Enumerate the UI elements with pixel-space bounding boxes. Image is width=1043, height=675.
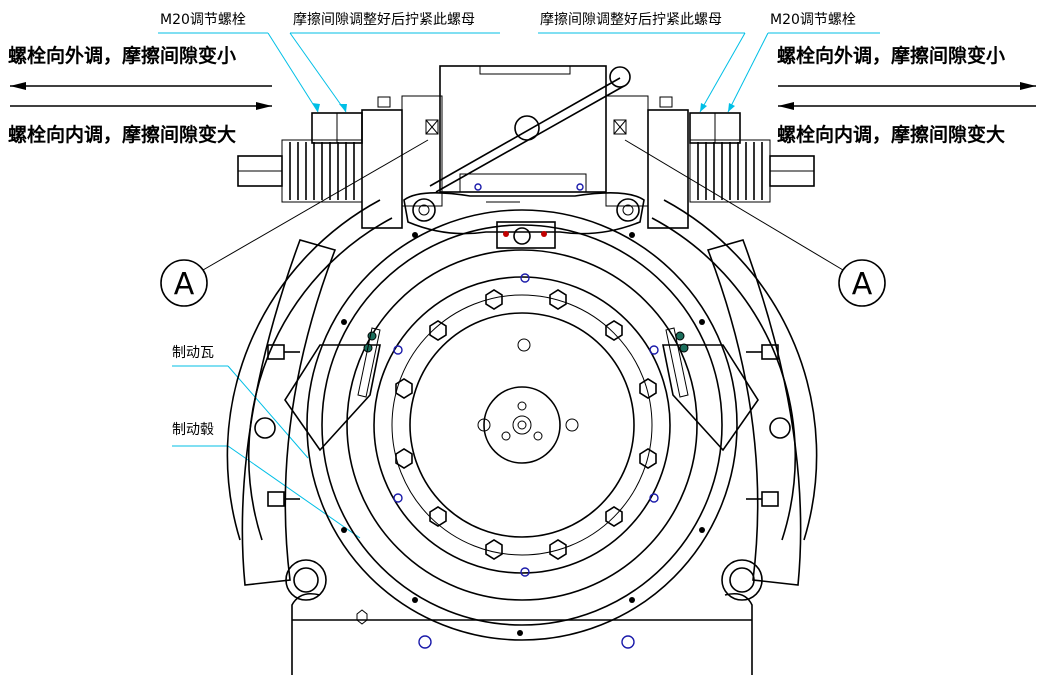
spring-left <box>237 112 363 203</box>
arrow-right-bottom <box>778 102 1036 110</box>
brake-shoe-label: 制动瓦 <box>172 345 214 361</box>
bolt-in-label-right: 螺栓向内调，摩擦间隙变大 <box>777 123 1005 146</box>
blue-mounting-holes <box>393 183 659 649</box>
bolt-in-label-left: 螺栓向内调，摩擦间隙变大 <box>8 123 236 146</box>
m20-bolt-label-left: M20调节螺栓 <box>160 12 246 28</box>
detail-callout-left: A <box>160 139 429 307</box>
arrow-left-top <box>10 82 272 90</box>
arrow-right-top <box>778 82 1036 90</box>
bolt-out-label-left: 螺栓向外调，摩擦间隙变小 <box>8 44 236 67</box>
brake-hub-label: 制动毂 <box>172 422 214 438</box>
nut-tighten-label-left: 摩擦间隙调整好后拧紧此螺母 <box>293 11 475 28</box>
arrow-left-bottom <box>10 102 272 110</box>
spring-right <box>689 112 815 203</box>
nut-tighten-label-right: 摩擦间隙调整好后拧紧此螺母 <box>540 11 722 28</box>
bolt-out-label-right: 螺栓向外调，摩擦间隙变小 <box>777 44 1005 67</box>
machine-body <box>226 65 818 675</box>
detail-letter-left: A <box>174 267 195 302</box>
m20-bolt-label-right: M20调节螺栓 <box>770 12 856 28</box>
hub-bolt-circle <box>395 289 657 560</box>
detail-callout-right: A <box>624 139 886 307</box>
detail-letter-right: A <box>852 267 873 302</box>
